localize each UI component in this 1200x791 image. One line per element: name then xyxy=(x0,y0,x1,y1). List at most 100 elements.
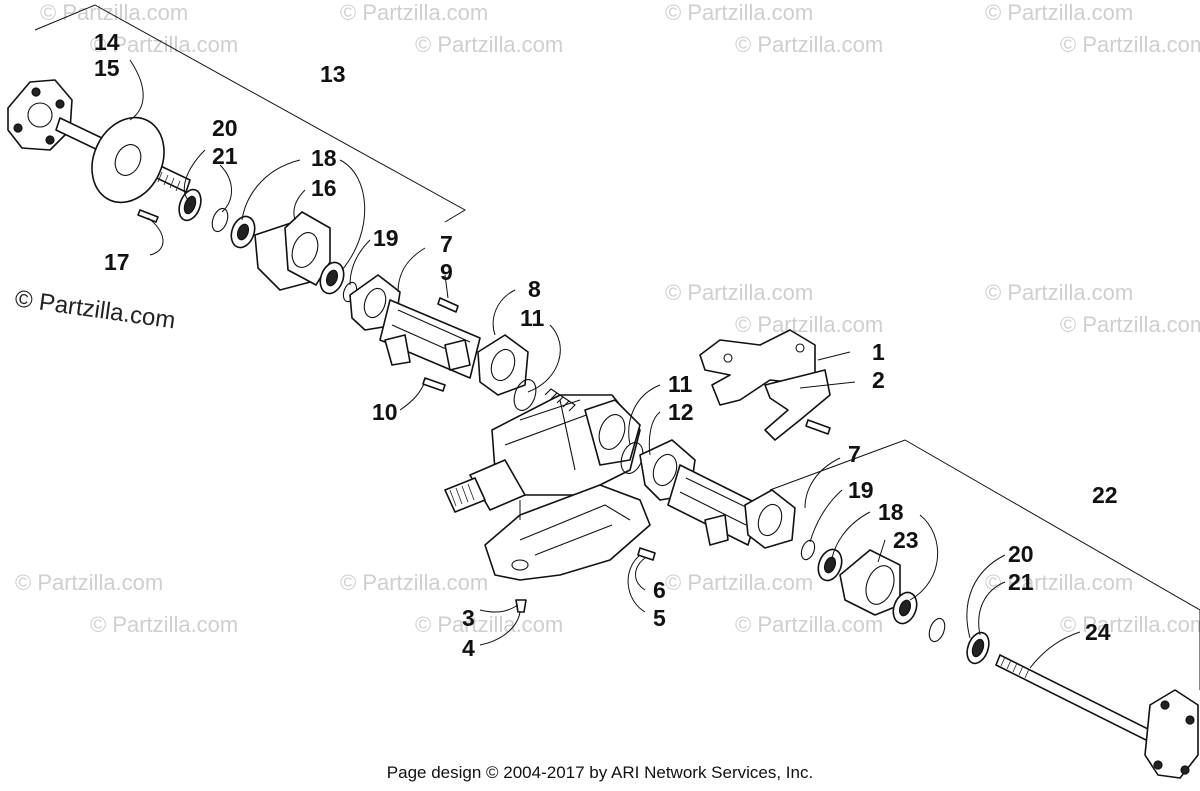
gasket-bore xyxy=(363,287,387,319)
callout-11b: 11 xyxy=(668,371,693,397)
leader-18 xyxy=(339,159,366,271)
watermark: © Partzilla.com xyxy=(985,570,1133,595)
mount-bracket-assembly xyxy=(699,329,831,441)
watermark: © Partzilla.com xyxy=(735,612,883,637)
callout-21b: 21 xyxy=(1008,569,1034,595)
watermark: © Partzilla.com xyxy=(985,280,1133,305)
wheel-stud xyxy=(1180,765,1190,775)
leader-7b xyxy=(804,457,841,509)
callout-16: 16 xyxy=(311,175,337,201)
flange-8 xyxy=(477,334,529,396)
leader-18d xyxy=(909,514,939,601)
flange-12-bore xyxy=(652,453,678,487)
callout-7: 7 xyxy=(440,231,453,257)
bracket-22 xyxy=(769,439,1200,690)
leader-21 xyxy=(219,164,232,213)
washer-6 xyxy=(637,547,656,561)
o-ring-11 xyxy=(513,379,537,411)
left-seal-bearing-stack xyxy=(178,188,256,249)
callout-11: 11 xyxy=(520,305,545,331)
callout-13: 13 xyxy=(320,61,346,87)
watermark: © Partzilla.com xyxy=(665,570,813,595)
callout-21: 21 xyxy=(212,143,238,169)
right-axle-tube xyxy=(639,439,843,582)
bearing-18d-inner xyxy=(898,599,912,617)
watermark-main: © Partzilla.com xyxy=(13,285,177,334)
tube-mount-tab xyxy=(704,514,729,546)
callout-24: 24 xyxy=(1085,619,1111,645)
bracket-hole xyxy=(795,343,805,353)
seal-20-inner xyxy=(183,195,197,215)
bearing-18b-inner xyxy=(325,269,339,287)
bolt-2 xyxy=(805,419,831,435)
callout-12: 12 xyxy=(668,399,694,425)
callout-4: 4 xyxy=(462,635,475,661)
gasket-plate-b xyxy=(744,489,796,549)
brake-disc xyxy=(91,116,165,204)
skid-plate-3 xyxy=(484,484,651,581)
leader-1 xyxy=(817,351,851,361)
seal-20b-inner xyxy=(971,638,985,658)
housing-23-bore xyxy=(865,565,895,605)
skid-plate-assembly xyxy=(484,484,656,613)
skid-plate-hole xyxy=(511,559,529,571)
callout-17: 17 xyxy=(104,249,130,275)
watermark-layer: © Partzilla.com © Partzilla.com © Partzi… xyxy=(15,0,1200,637)
left-hub-center xyxy=(27,102,53,128)
bracket-2 xyxy=(764,369,831,441)
leader-18 xyxy=(241,159,301,221)
housing-16-bore xyxy=(291,232,319,268)
wheel-stud xyxy=(45,135,55,145)
callout-23: 23 xyxy=(893,527,919,553)
leader-21b xyxy=(978,581,1006,636)
leader-3 xyxy=(479,604,519,613)
leader-10 xyxy=(399,383,425,411)
watermark: © Partzilla.com xyxy=(1060,612,1200,637)
leader-24 xyxy=(1029,631,1081,669)
watermark: © Partzilla.com xyxy=(90,612,238,637)
leader-lines xyxy=(129,59,1081,669)
leader-19b xyxy=(809,489,843,543)
bolt-9 xyxy=(437,297,459,313)
callout-14: 14 xyxy=(94,29,120,55)
assembly-brackets xyxy=(34,4,1200,690)
gasket-b-bore xyxy=(757,503,783,537)
left-axle-assembly xyxy=(7,79,191,223)
bracket-1 xyxy=(699,329,816,406)
callout-5: 5 xyxy=(653,605,666,631)
callout-20b: 20 xyxy=(1008,541,1034,567)
differential-assembly xyxy=(444,388,644,513)
right-axle-assembly xyxy=(995,654,1199,779)
watermark: © Partzilla.com xyxy=(340,570,488,595)
callout-3: 3 xyxy=(462,605,475,631)
bolt-10 xyxy=(422,377,446,392)
input-splines xyxy=(449,483,475,507)
right-hub-flange xyxy=(1144,689,1199,779)
leader-18c xyxy=(831,511,871,559)
watermark: © Partzilla.com xyxy=(415,612,563,637)
snap-ring-21b xyxy=(928,617,946,643)
watermark: © Partzilla.com xyxy=(735,312,883,337)
leader-6 xyxy=(635,557,646,591)
bolt-17 xyxy=(137,209,159,223)
skid-plate-ribs xyxy=(519,504,631,556)
bearing-18-inner xyxy=(236,223,250,241)
left-bearing-housing-16 xyxy=(254,211,358,303)
right-shaft-splines xyxy=(1000,656,1030,679)
tube-mount-tab xyxy=(384,334,411,366)
right-axle-shaft xyxy=(995,654,1161,746)
watermark: © Partzilla.com xyxy=(340,0,488,25)
callout-22: 22 xyxy=(1092,482,1118,508)
ring-19b xyxy=(800,539,816,561)
bracket-hole xyxy=(723,353,733,363)
leader-17 xyxy=(147,217,164,256)
watermark: © Partzilla.com xyxy=(1060,32,1200,57)
right-bearing-housing-23 xyxy=(839,549,990,665)
snap-ring-21 xyxy=(211,207,229,233)
callout-9: 9 xyxy=(440,259,453,285)
wheel-stud xyxy=(55,99,65,109)
bearing-18c-inner xyxy=(823,556,837,574)
housing-16-flange xyxy=(284,211,331,286)
housing-right-bore xyxy=(598,414,626,450)
